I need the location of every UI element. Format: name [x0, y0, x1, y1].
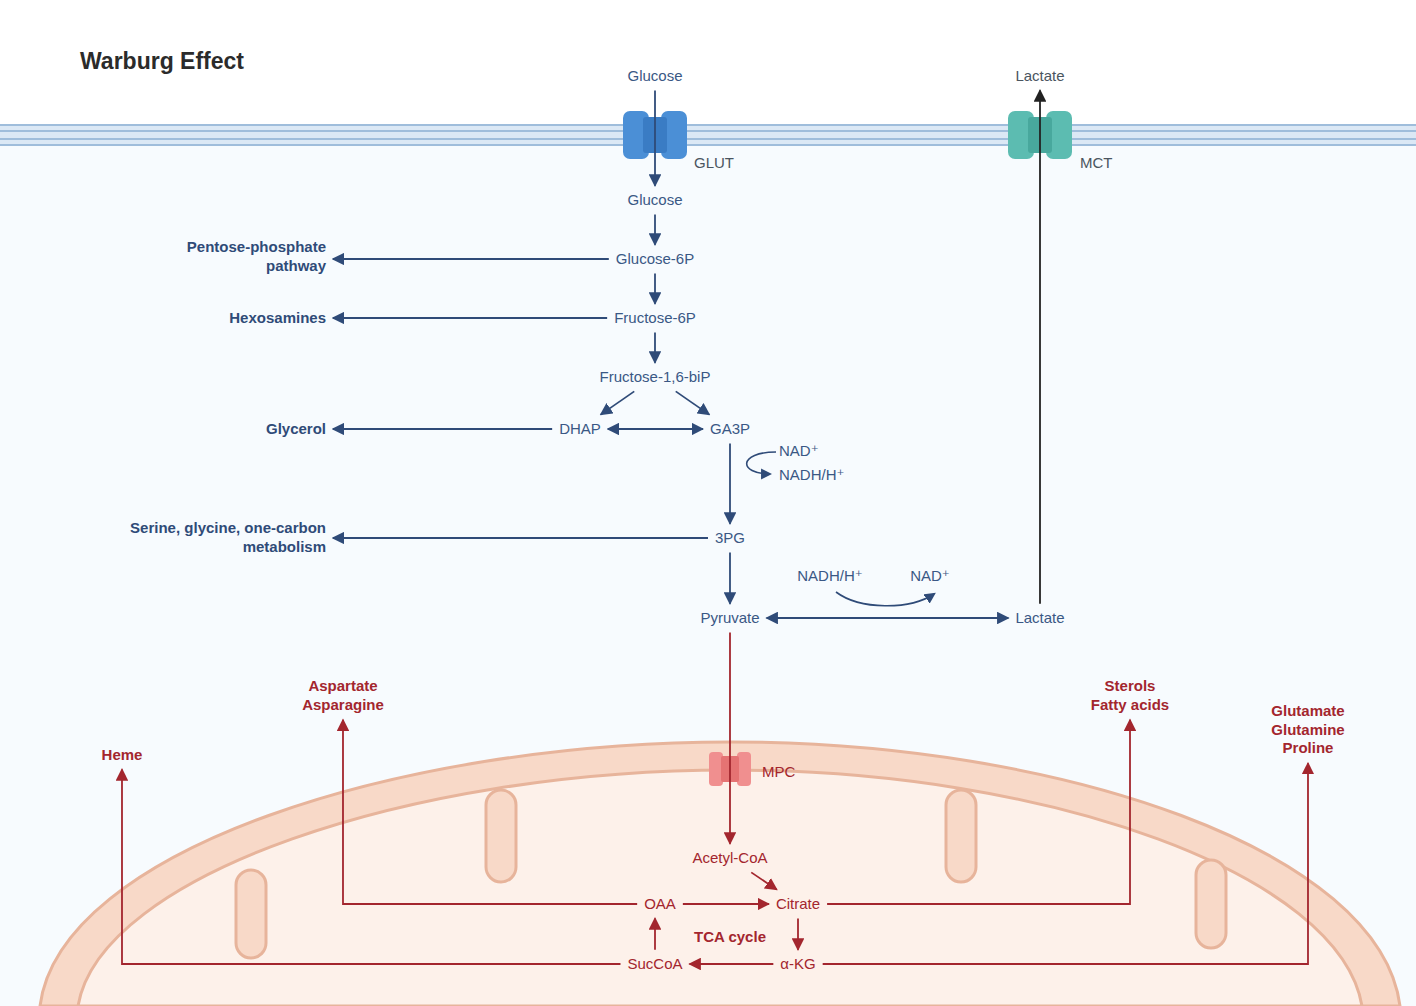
annotation-label: MPC: [762, 763, 795, 781]
metabolite-name: SucCoA: [627, 955, 682, 974]
metabolite-node: Pyruvate: [696, 607, 763, 630]
metabolite-name: Sterols: [1091, 677, 1169, 696]
metabolite-node: 3PG: [711, 527, 749, 550]
annotation-label: NAD⁺: [779, 442, 819, 460]
pathway-arrow: [654, 273, 656, 303]
metabolite-name: Glucose: [627, 67, 682, 86]
metabolite-node: Glycerol: [262, 418, 330, 441]
metabolite-name: Glucose: [627, 191, 682, 210]
metabolite-name: Acetyl-CoA: [692, 849, 767, 868]
metabolite-name: α-KG: [780, 955, 815, 974]
metabolite-name: 3PG: [715, 529, 745, 548]
metabolite-node: α-KG: [776, 953, 819, 976]
pathway-arrow: [654, 332, 656, 362]
metabolite-node: Lactate: [1011, 607, 1068, 630]
pathway-arrow: [654, 918, 656, 949]
metabolite-node: AspartateAsparagine: [298, 675, 388, 717]
cofactor-arrow: [836, 592, 934, 606]
metabolite-node: Fructose-6P: [610, 307, 700, 330]
metabolite-node: Hexosamines: [225, 307, 330, 330]
metabolite-node: Citrate: [772, 893, 824, 916]
metabolite-node: Fructose-1,6-biP: [596, 366, 715, 389]
metabolite-node: Serine, glycine, one-carbon metabolism: [105, 517, 330, 559]
annotation-label: NADH/H⁺: [779, 466, 844, 484]
metabolite-node: Acetyl-CoA: [688, 847, 771, 870]
metabolite-name: Glutamine: [1271, 721, 1344, 740]
metabolite-node: GA3P: [706, 418, 754, 441]
metabolite-name: OAA: [644, 895, 676, 914]
metabolite-name: DHAP: [559, 420, 601, 439]
pathway-arrow: [654, 90, 656, 185]
pathway-arrow: [676, 391, 710, 414]
membrane-line: [0, 130, 1416, 132]
membrane-line: [0, 138, 1416, 140]
annotation-label: MCT: [1080, 154, 1113, 172]
pathway-arrow: [333, 258, 609, 260]
metabolite-node: Glucose-6P: [612, 248, 698, 271]
pathway-arrow: [729, 632, 731, 843]
membrane-line: [0, 144, 1416, 146]
pathway-arrow: [333, 428, 552, 430]
pathway-arrow: [601, 391, 635, 414]
annotation-label: GLUT: [694, 154, 734, 172]
pathway-arrow: [333, 317, 607, 319]
annotation-label: TCA cycle: [694, 928, 766, 946]
pathway-arrow: [729, 443, 731, 523]
metabolite-name: Serine, glycine, one-carbon metabolism: [109, 519, 326, 557]
metabolite-node: Glucose: [623, 189, 686, 212]
metabolite-name: Hexosamines: [229, 309, 326, 328]
metabolite-name: Pyruvate: [700, 609, 759, 628]
metabolite-name: Fructose-1,6-biP: [600, 368, 711, 387]
metabolite-node: OAA: [640, 893, 680, 916]
metabolite-node: SucCoA: [623, 953, 686, 976]
cytoplasm: [0, 146, 1416, 1006]
annotation-label: NAD⁺: [910, 567, 950, 585]
pathway-arrow: [654, 214, 656, 244]
pathway-arrow: [827, 720, 1130, 904]
metabolite-node: GlutamateGlutamineProline: [1267, 700, 1348, 760]
metabolite-name: Fructose-6P: [614, 309, 696, 328]
metabolite-node: Heme: [98, 744, 147, 767]
metabolite-name: GA3P: [710, 420, 750, 439]
metabolite-name: Proline: [1271, 739, 1344, 758]
pathway-arrow: [608, 428, 703, 430]
cofactor-arrow: [747, 452, 776, 474]
metabolite-name: Glucose-6P: [616, 250, 694, 269]
metabolite-name: Asparagine: [302, 696, 384, 715]
metabolite-name: Glutamate: [1271, 702, 1344, 721]
mitochondrion: [40, 742, 1400, 1006]
pathway-arrow: [683, 903, 769, 905]
metabolite-node: Glucose: [623, 65, 686, 88]
membrane-line: [0, 124, 1416, 126]
pathway-arrow: [1039, 90, 1041, 603]
plasma-membrane: [0, 124, 1416, 146]
metabolite-name: Fatty acids: [1091, 696, 1169, 715]
metabolite-name: Pentose-phosphate pathway: [149, 238, 326, 276]
pathway-arrow: [729, 552, 731, 603]
metabolite-name: Glycerol: [266, 420, 326, 439]
pathway-arrow: [690, 963, 774, 965]
metabolite-node: SterolsFatty acids: [1087, 675, 1173, 717]
metabolite-name: Lactate: [1015, 609, 1064, 628]
pathway-arrow: [767, 617, 1009, 619]
metabolite-name: Aspartate: [302, 677, 384, 696]
metabolite-node: Pentose-phosphate pathway: [145, 236, 330, 278]
annotation-label: NADH/H⁺: [797, 567, 862, 585]
metabolite-name: Lactate: [1015, 67, 1064, 86]
pathway-arrow: [333, 537, 708, 539]
diagram-title: Warburg Effect: [80, 48, 244, 76]
pathway-arrow: [751, 872, 777, 889]
metabolite-name: Citrate: [776, 895, 820, 914]
metabolite-name: Heme: [102, 746, 143, 765]
metabolite-node: DHAP: [555, 418, 605, 441]
pathway-arrow: [122, 769, 620, 964]
pathway-arrow: [823, 763, 1308, 964]
pathway-arrow: [797, 918, 799, 949]
pathway-arrow: [343, 720, 637, 904]
metabolite-node: Lactate: [1011, 65, 1068, 88]
